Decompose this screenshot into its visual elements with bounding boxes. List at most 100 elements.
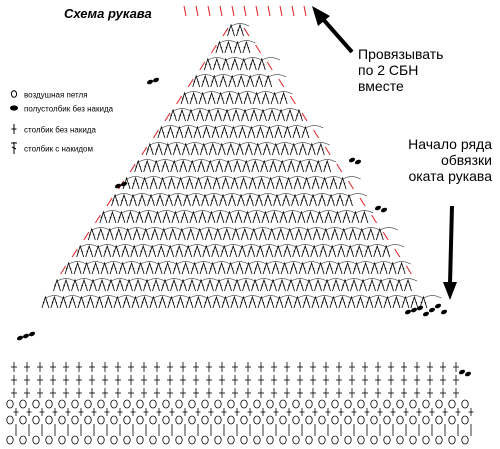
- start-arrow: [448, 205, 454, 285]
- chain-stitch-mark: [175, 399, 183, 409]
- decrease-mark: [255, 44, 262, 54]
- decrease-arrow-head: [312, 6, 330, 26]
- diagram-title: Схема рукава: [64, 6, 152, 21]
- slip-stitch-mark: [428, 307, 436, 313]
- start-arrow-head: [443, 282, 457, 300]
- decrease-mark: [279, 5, 283, 17]
- chain-stitch-mark: [396, 415, 404, 425]
- decrease-mark: [303, 5, 307, 17]
- slip-stitch-mark: [404, 309, 412, 315]
- single-crochet-icon: [6, 123, 22, 137]
- decrease-mark: [219, 5, 223, 17]
- chain-stitch-mark: [422, 415, 430, 425]
- chain-stitch-mark: [409, 415, 417, 425]
- chain-stitch-mark: [253, 435, 261, 445]
- decrease-mark: [164, 112, 171, 122]
- chain-stitch-mark: [305, 435, 313, 445]
- chain-stitch-mark: [97, 399, 105, 409]
- chain-stitch-mark: [123, 399, 131, 409]
- start-note-line: обвязки: [440, 152, 492, 168]
- decrease-mark: [313, 129, 320, 139]
- decrease-mark: [176, 95, 183, 105]
- chain-stitch-mark: [6, 435, 14, 445]
- chain-stitch-mark: [71, 399, 79, 409]
- chain-stitch-mark: [162, 415, 170, 425]
- chain-stitch-mark: [201, 399, 209, 409]
- chain-stitch-mark: [71, 415, 79, 425]
- decrease-mark: [405, 265, 412, 275]
- stitch-row: [157, 125, 324, 139]
- chain-stitch-mark: [318, 415, 326, 425]
- chain-stitch-mark: [448, 399, 456, 409]
- decrease-mark: [222, 27, 229, 37]
- decrease-mark: [199, 61, 206, 71]
- slip-stitch-mark: [416, 305, 424, 311]
- decrease-mark: [243, 27, 250, 37]
- decrease-mark: [267, 5, 271, 17]
- chain-stitch-mark: [357, 435, 365, 445]
- chain-stitch-mark: [409, 435, 417, 445]
- chain-stitch-mark: [84, 415, 92, 425]
- chain-stitch-mark: [357, 399, 365, 409]
- decrease-mark: [278, 78, 285, 88]
- stitch-row: [180, 91, 293, 105]
- decrease-mark: [359, 197, 366, 207]
- chain-stitch-mark: [383, 415, 391, 425]
- slip-stitch-mark: [120, 181, 128, 187]
- slip-stitch-mark: [16, 335, 24, 341]
- decrease-mark: [187, 78, 194, 88]
- slip-stitch-mark: [458, 369, 466, 375]
- chain-stitch-mark: [396, 435, 404, 445]
- stitch-row: [64, 261, 411, 275]
- slip-stitch-mark: [354, 159, 362, 165]
- chain-stitch-mark: [201, 435, 209, 445]
- legend-label-chain: воздушная петля: [24, 90, 88, 100]
- decrease-mark: [266, 61, 273, 71]
- legend-item-dc: столбик с накидом: [6, 141, 93, 157]
- chain-stitch-mark: [396, 399, 404, 409]
- chain-stitch-mark: [409, 399, 417, 409]
- chain-stitch-mark: [123, 435, 131, 445]
- chain-stitch-mark: [461, 435, 469, 445]
- stitch-row: [122, 176, 361, 190]
- decrease-note-line: Провязывать: [358, 46, 444, 62]
- chain-stitch-mark: [266, 415, 274, 425]
- decrease-mark: [183, 5, 187, 17]
- chain-stitch-mark: [6, 415, 14, 425]
- chain-stitch-mark: [110, 415, 118, 425]
- chain-stitch-mark: [383, 399, 391, 409]
- chain-stitch-mark: [266, 399, 274, 409]
- decrease-note: Провязывать по 2 СБН вместе: [358, 46, 443, 94]
- chain-stitch-mark: [253, 399, 261, 409]
- start-note-line: оката рукава: [408, 168, 492, 184]
- chain-stitch-mark: [422, 399, 430, 409]
- chain-stitch-mark: [19, 435, 27, 445]
- chain-stitch-icon: [6, 90, 22, 100]
- start-note-line: Начало ряда: [408, 136, 492, 152]
- stitch-row: [134, 159, 337, 173]
- decrease-mark: [141, 146, 148, 156]
- decrease-mark: [243, 5, 247, 17]
- chain-stitch-mark: [162, 435, 170, 445]
- chain-stitch-mark: [318, 399, 326, 409]
- chain-stitch-mark: [344, 435, 352, 445]
- decrease-mark: [291, 5, 295, 17]
- chain-stitch-mark: [344, 415, 352, 425]
- chain-stitch-mark: [227, 435, 235, 445]
- chain-stitch-mark: [370, 399, 378, 409]
- stitch-row: [41, 295, 442, 309]
- chain-stitch-mark: [422, 435, 430, 445]
- chain-stitch-mark: [19, 399, 27, 409]
- chain-stitch-mark: [6, 399, 14, 409]
- chain-stitch-mark: [84, 399, 92, 409]
- chain-stitch-mark: [123, 415, 131, 425]
- stitch-row: [111, 193, 368, 207]
- chain-stitch-mark: [97, 415, 105, 425]
- decrease-mark: [210, 44, 217, 54]
- chain-stitch-mark: [383, 435, 391, 445]
- slip-stitch-mark: [28, 331, 36, 337]
- slip-stitch-mark: [380, 207, 388, 213]
- chain-stitch-mark: [32, 435, 40, 445]
- chain-stitch-mark: [84, 435, 92, 445]
- decrease-mark: [60, 265, 67, 275]
